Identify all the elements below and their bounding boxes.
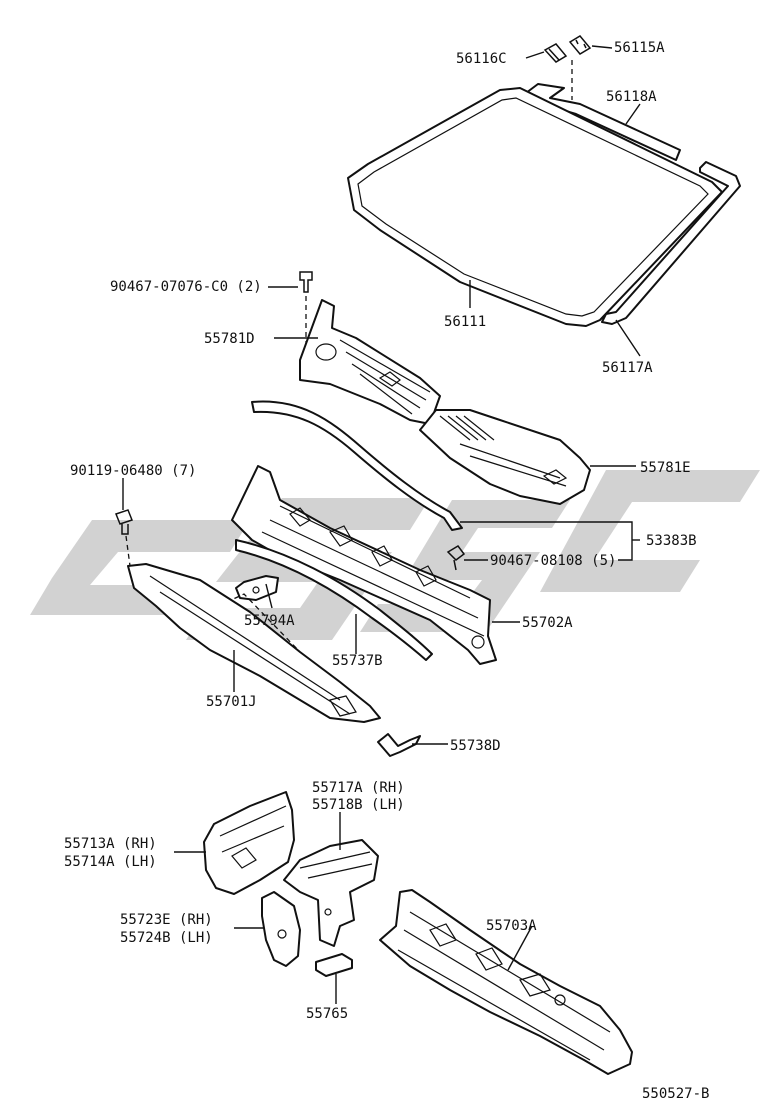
label-55781e[interactable]: 55781E xyxy=(640,460,691,476)
label-53383b[interactable]: 53383B xyxy=(646,533,697,549)
label-55702a[interactable]: 55702A xyxy=(522,615,573,631)
label-55794a[interactable]: 55794A xyxy=(244,613,295,629)
label-90467-07076[interactable]: 90467-07076-C0 (2) xyxy=(110,279,262,295)
label-55723e[interactable]: 55723E (RH) xyxy=(120,912,213,928)
part-90467-07076-clip[interactable] xyxy=(299,271,313,293)
part-56117a-molding[interactable] xyxy=(601,161,741,325)
part-55781e-cowl-louver[interactable] xyxy=(419,409,591,505)
label-55701j[interactable]: 55701J xyxy=(206,694,257,710)
label-56111[interactable]: 56111 xyxy=(444,314,486,330)
part-56115a-clip[interactable] xyxy=(568,35,592,55)
part-90119-06480-bolt[interactable] xyxy=(115,509,133,535)
part-90467-08108-clip[interactable] xyxy=(446,545,466,571)
label-56117a[interactable]: 56117A xyxy=(602,360,653,376)
label-55737b[interactable]: 55737B xyxy=(332,653,383,669)
part-53383b-hood-seal[interactable] xyxy=(251,400,463,531)
part-55723e-bracket[interactable] xyxy=(261,891,301,967)
part-55794a-bracket[interactable] xyxy=(235,575,279,601)
label-55781d[interactable]: 55781D xyxy=(204,331,255,347)
watermark-logo xyxy=(30,470,760,640)
label-90119-06480[interactable]: 90119-06480 (7) xyxy=(70,463,196,479)
label-55713a[interactable]: 55713A (RH) xyxy=(64,836,157,852)
part-55701j-cowl-lower[interactable] xyxy=(127,563,381,723)
part-55713a-extension[interactable] xyxy=(203,791,295,895)
leader-lines xyxy=(122,45,641,1004)
label-55738d[interactable]: 55738D xyxy=(450,738,501,754)
label-55703a[interactable]: 55703A xyxy=(486,918,537,934)
label-56115a[interactable]: 56115A xyxy=(614,40,665,56)
label-55718b[interactable]: 55718B (LH) xyxy=(312,797,405,813)
part-55765-plate[interactable] xyxy=(315,953,353,977)
label-55717a[interactable]: 55717A (RH) xyxy=(312,780,405,796)
part-55717a-brace[interactable] xyxy=(283,839,379,947)
diagram-code: 550527-B xyxy=(642,1086,709,1102)
label-55724b[interactable]: 55724B (LH) xyxy=(120,930,213,946)
part-55737b-seal[interactable] xyxy=(235,539,433,661)
label-56118a[interactable]: 56118A xyxy=(606,89,657,105)
label-55714a[interactable]: 55714A (LH) xyxy=(64,854,157,870)
label-55765[interactable]: 55765 xyxy=(306,1006,348,1022)
label-56116c[interactable]: 56116C xyxy=(456,51,507,67)
part-56116c-clip[interactable] xyxy=(543,43,568,63)
part-55703a-cowl-side[interactable] xyxy=(379,889,633,1075)
part-55781d-cowl-louver[interactable] xyxy=(299,299,441,425)
label-90467-08108[interactable]: 90467-08108 (5) xyxy=(490,553,616,569)
part-55738d-bracket[interactable] xyxy=(377,733,421,757)
part-56111-windshield[interactable] xyxy=(347,87,723,327)
part-labels: 56116C 56115A 56118A 56111 56117A 90467-… xyxy=(64,40,709,1102)
